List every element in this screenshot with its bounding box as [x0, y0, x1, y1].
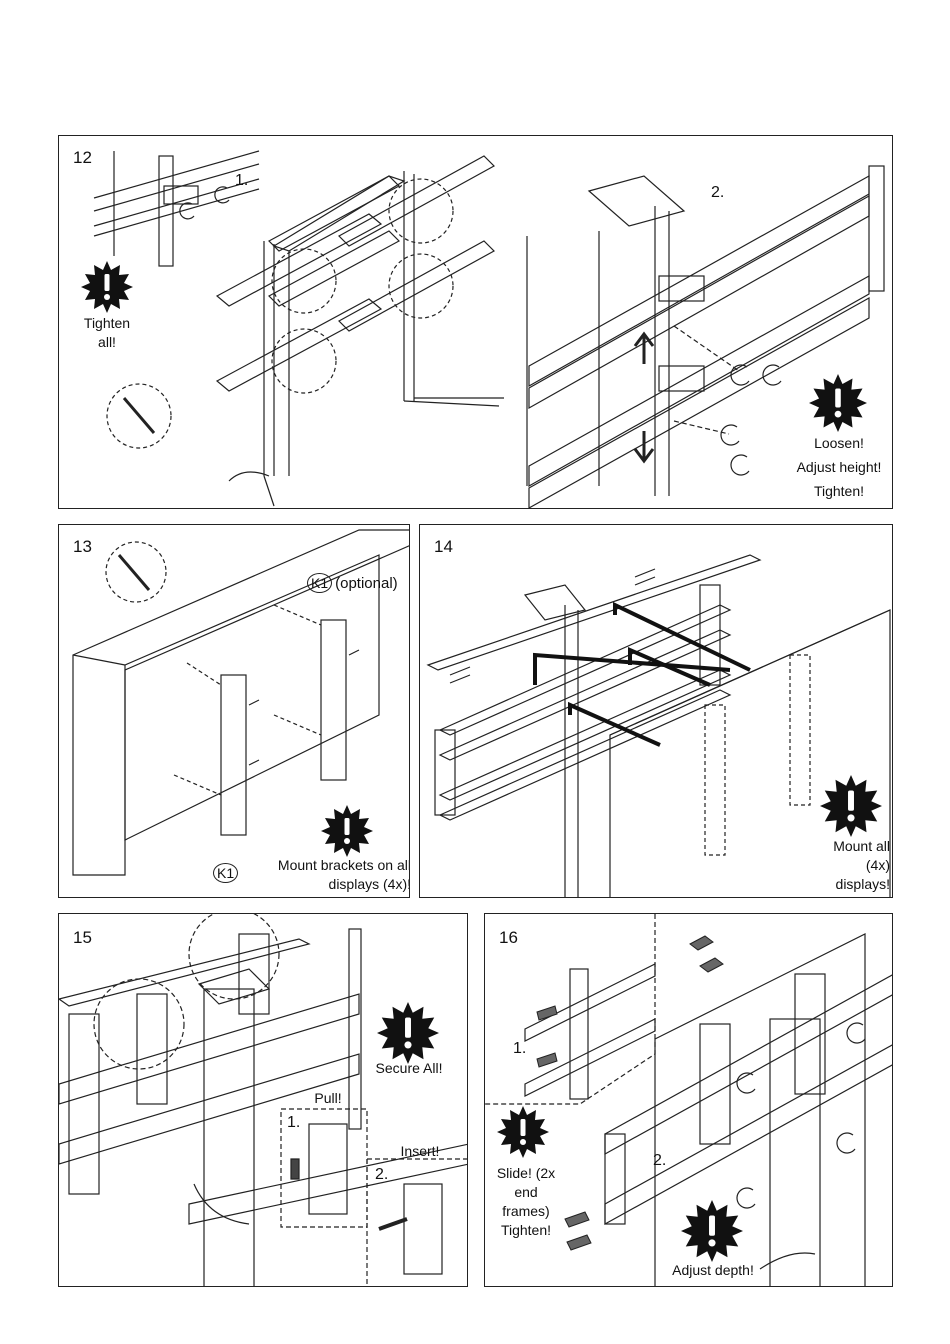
tighten-label: Tighten!	[491, 1221, 561, 1240]
warning-icon	[820, 775, 882, 837]
step-number: 14	[434, 537, 453, 557]
pull-label: Pull!	[303, 1089, 353, 1108]
substep-1-label: 1.	[513, 1040, 526, 1058]
warning-icon	[681, 1200, 743, 1262]
tighten-label: Tighten!	[799, 482, 879, 501]
substep-2-label: 2.	[711, 184, 724, 202]
warning-icon	[81, 261, 133, 313]
slide-end-frames-label: Slide! (2x end frames)	[493, 1164, 559, 1221]
substep-1-label: 1.	[287, 1114, 300, 1132]
step-16-panel: 16 1. 2. Slide! (2x end frames) Tighten!…	[484, 913, 893, 1287]
mount-all-displays-label: Mount all (4x) displays!	[820, 837, 890, 894]
substep-2-label: 2.	[653, 1152, 666, 1170]
step-12-illustration	[59, 136, 893, 509]
k1-optional-callout: K1 (optional)	[307, 573, 398, 593]
tighten-all-label: Tighten all!	[77, 314, 137, 352]
warning-icon	[377, 1002, 439, 1064]
step-15-panel: 15 Secure All! Pull! 1. Insert! 2.	[58, 913, 468, 1287]
step-number: 13	[73, 537, 92, 557]
k1-part-code: K1	[213, 863, 238, 883]
k1-part-code: K1	[307, 573, 332, 593]
substep-2-label: 2.	[375, 1166, 388, 1184]
step-number: 15	[73, 928, 92, 948]
step-14-panel: 14 Mount all (4x) displays!	[419, 524, 893, 898]
step-13-panel: 13 K1 (optional) K1 Mount brackets on al…	[58, 524, 410, 898]
adjust-depth-label: Adjust depth!	[661, 1261, 765, 1280]
step-15-illustration	[59, 914, 468, 1287]
substep-1-label: 1.	[235, 172, 248, 190]
warning-icon	[809, 374, 867, 432]
secure-all-label: Secure All!	[359, 1059, 459, 1078]
optional-note: (optional)	[335, 575, 398, 592]
warning-icon	[321, 805, 373, 857]
insert-label: Insert!	[389, 1142, 451, 1161]
step-number: 16	[499, 928, 518, 948]
adjust-height-label: Adjust height!	[784, 458, 893, 477]
k1-callout: K1	[213, 863, 238, 883]
warning-icon	[497, 1106, 549, 1158]
loosen-label: Loosen!	[799, 434, 879, 453]
mount-brackets-label: Mount brackets on all displays (4x)!	[277, 856, 410, 894]
step-number: 12	[73, 148, 92, 168]
step-12-panel: 12 1. 2. Tighten all! Loosen! Adjust hei…	[58, 135, 893, 509]
